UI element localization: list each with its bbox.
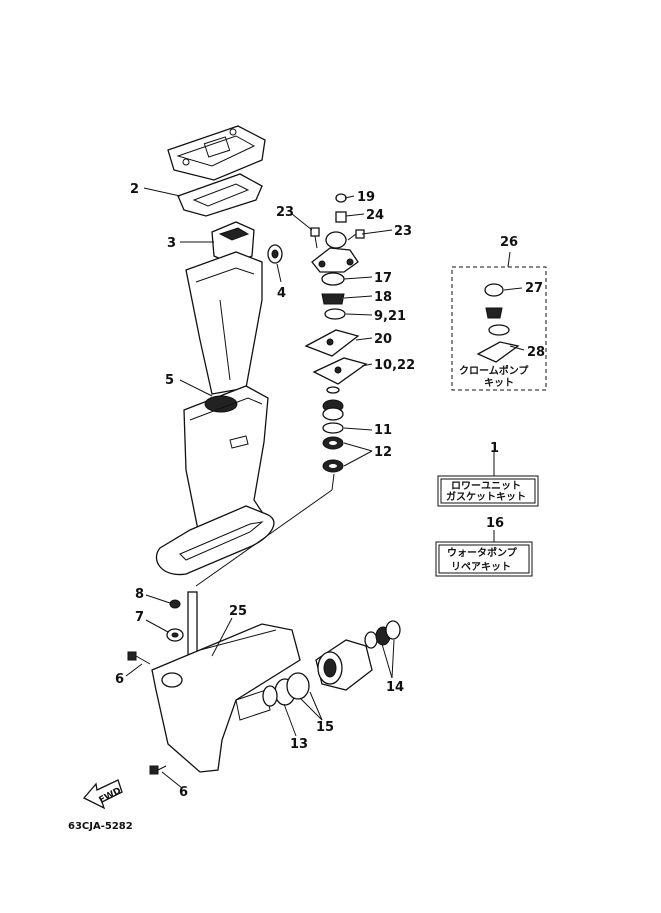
mount-bracket: [211, 221, 255, 265]
callout-23-left: 23: [276, 205, 294, 220]
lower-gasket-kit-label-2: ガスケットキット: [446, 490, 526, 503]
callout-6-top: 6: [115, 672, 124, 687]
water-pump-kit-label-2: リペアキット: [451, 561, 511, 573]
callout-18: 18: [374, 290, 392, 305]
diagram-code: 63CJA-5282: [68, 821, 133, 832]
callout-27: 27: [525, 281, 543, 296]
callout-7: 7: [135, 610, 144, 625]
callout-24: 24: [366, 208, 384, 223]
callout-26: 26: [500, 235, 518, 250]
lower-gasket-kit-label-1: ロワーユニット: [451, 480, 521, 492]
lower-case: [151, 623, 301, 773]
chrome-pump-kit-label-2: キット: [484, 377, 514, 389]
callout-labels: 2 3 4 5 19 24 23 23 17 18 9,21 20 10,22 …: [115, 182, 545, 800]
oil-seal: [267, 244, 283, 264]
callout-28: 28: [527, 345, 545, 360]
callout-16: 16: [486, 516, 504, 531]
leader-lines: [125, 187, 525, 789]
callout-11: 11: [374, 423, 392, 438]
callout-17: 17: [374, 271, 392, 286]
upper-casing: [185, 251, 263, 395]
callout-1: 1: [490, 441, 499, 456]
callout-19: 19: [357, 190, 375, 205]
water-pump-repair-kit-box: [435, 541, 533, 577]
chrome-pump-kit-box: [451, 266, 547, 391]
upper-cover-plate: [167, 125, 266, 181]
shim-13: [262, 685, 278, 707]
callout-25: 25: [229, 604, 247, 619]
prop-shaft-housing: [315, 620, 401, 691]
fwd-arrow-icon: [82, 779, 123, 810]
callout-12: 12: [374, 445, 392, 460]
callout-6-bottom: 6: [179, 785, 188, 800]
lower-unit-gasket-kit-box: [437, 475, 539, 507]
o-rings-15: [274, 672, 310, 706]
callout-4: 4: [277, 286, 286, 301]
gasket-plate: [177, 173, 263, 217]
callout-2: 2: [130, 182, 139, 197]
kit-labels: クロームポンプ キット ロワーユニット ガスケットキット ウォータポンプ リペア…: [446, 364, 529, 573]
callout-20: 20: [374, 332, 392, 347]
callout-10-22: 10,22: [374, 358, 415, 373]
callout-8: 8: [135, 587, 144, 602]
callout-9-21: 9,21: [374, 309, 406, 324]
cover-seals: [166, 599, 184, 642]
water-pump-stack: [304, 193, 368, 473]
callout-15: 15: [316, 720, 334, 735]
chrome-pump-kit-label-1: クロームポンプ: [459, 364, 529, 377]
callout-3: 3: [167, 236, 176, 251]
callout-5: 5: [165, 373, 174, 388]
callout-13: 13: [290, 737, 308, 752]
callout-23-right: 23: [394, 224, 412, 239]
lower-casing: [183, 385, 269, 541]
callout-14: 14: [386, 680, 404, 695]
bolts-6: [127, 651, 167, 775]
water-pump-kit-label-1: ウォータポンプ: [447, 546, 518, 559]
